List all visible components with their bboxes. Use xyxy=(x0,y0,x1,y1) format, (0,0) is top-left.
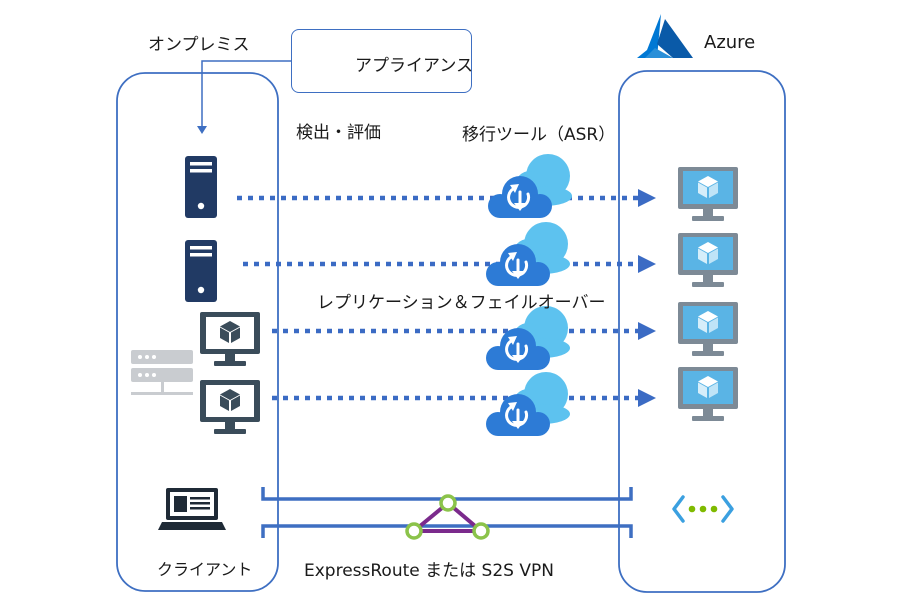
laptop-icon xyxy=(158,488,226,530)
azure-container xyxy=(618,70,786,593)
virtual-machine-icon xyxy=(678,233,738,287)
virtual-machine-icon xyxy=(200,312,260,366)
virtual-machine-icon xyxy=(678,167,738,221)
azure-logo-icon xyxy=(637,14,693,58)
connection-label: ExpressRoute または S2S VPN xyxy=(304,561,554,581)
azure-label: Azure xyxy=(704,32,756,53)
hypervisor-host-icon xyxy=(131,350,193,395)
virtual-machine-icon xyxy=(200,380,260,434)
cloud-sync-icon xyxy=(486,152,574,220)
discover-label: 検出・評価 xyxy=(296,123,381,143)
appliance-label: アプライアンス xyxy=(355,56,473,76)
peering-triangle-icon xyxy=(405,494,490,540)
network-connection-icon xyxy=(672,495,734,523)
appliance-arrow xyxy=(197,60,291,134)
server-tower-icon xyxy=(185,156,217,218)
client-label: クライアント xyxy=(157,560,253,579)
replication-label: レプリケーション＆フェイルオーバー xyxy=(317,293,606,313)
onprem-label: オンプレミス xyxy=(148,35,250,55)
replication-arrows xyxy=(237,189,656,407)
server-tower-icon xyxy=(185,240,217,302)
cloud-sync-icon xyxy=(484,220,572,288)
cloud-sync-icon xyxy=(484,370,572,438)
onprem-container xyxy=(116,72,279,592)
virtual-machine-icon xyxy=(678,367,738,421)
cloud-sync-icon xyxy=(484,304,572,372)
appliance-box xyxy=(291,29,472,93)
migration-tool-label: 移行ツール（ASR） xyxy=(462,125,616,145)
virtual-machine-icon xyxy=(678,302,738,356)
